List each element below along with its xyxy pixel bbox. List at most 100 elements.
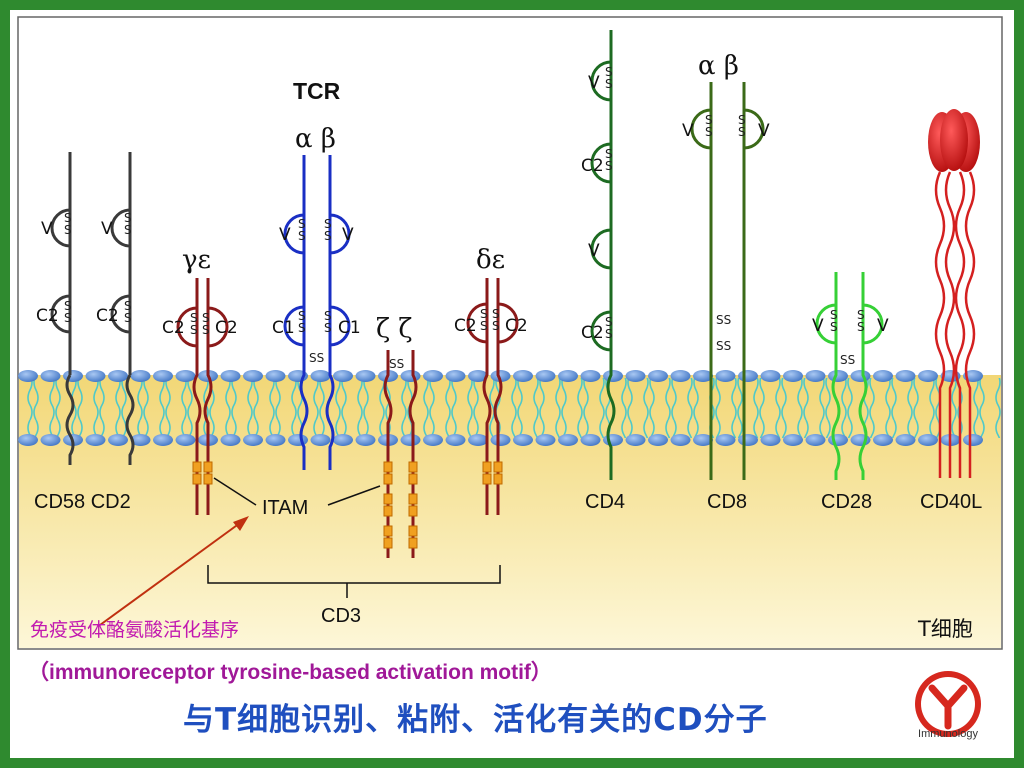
- phospholipid-head: [738, 370, 758, 382]
- phospholipid-head: [333, 370, 353, 382]
- cd40l-label: CD40L: [920, 491, 982, 513]
- cd8-alpha-v: V: [682, 121, 694, 141]
- phospholipid-head: [288, 434, 308, 446]
- cd4-molecule: [590, 30, 616, 480]
- annotation-arrow: [99, 516, 249, 626]
- cd28-molecule: [815, 272, 884, 480]
- phospholipid-head: [40, 434, 61, 446]
- phospholipid-head: [400, 434, 421, 446]
- lipid-tails: [19, 378, 1001, 438]
- phospholipid-head: [580, 370, 601, 382]
- svg-text:SS: SS: [840, 353, 855, 367]
- delta-epsilon-label: δε: [476, 245, 505, 275]
- phospholipid-head: [445, 434, 466, 446]
- cd58-c2-domain: C2: [36, 306, 59, 326]
- svg-text:S: S: [830, 308, 838, 322]
- svg-text:S: S: [492, 307, 500, 321]
- svg-text:S: S: [324, 229, 332, 243]
- zeta-itams: [383, 461, 418, 549]
- tcr-beta-c1: C1: [338, 318, 361, 338]
- phospholipid-head: [40, 370, 61, 382]
- tcr-disulfides: SS SS SS SS SS: [298, 217, 332, 365]
- phospholipid-head: [850, 434, 871, 446]
- phospholipid-head: [715, 370, 736, 382]
- itam-label: ITAM: [262, 497, 308, 519]
- svg-text:S: S: [605, 315, 613, 329]
- itam-callout-lines: [207, 477, 501, 598]
- phospholipid-head: [535, 434, 556, 446]
- cd4-d4-c2: C2: [581, 323, 604, 343]
- svg-text:S: S: [124, 299, 132, 313]
- svg-text:S: S: [857, 308, 865, 322]
- phospholipid-head: [265, 370, 286, 382]
- itam-english-caption: （immunoreceptor tyrosine-based activatio…: [28, 661, 552, 684]
- phospholipid-head: [310, 434, 331, 446]
- phospholipid-head: [513, 434, 533, 446]
- svg-text:S: S: [830, 320, 838, 334]
- cd3-gamma-c2: C2: [162, 318, 185, 338]
- phospholipid-head: [850, 370, 871, 382]
- phospholipid-head: [670, 434, 691, 446]
- phospholipid-head: [783, 434, 803, 446]
- phospholipid-head: [895, 370, 916, 382]
- phospholipid-head: [468, 370, 488, 382]
- svg-text:S: S: [738, 125, 746, 139]
- phospholipid-head: [828, 370, 848, 382]
- phospholipid-head: [18, 370, 38, 382]
- phospholipid-head: [670, 370, 691, 382]
- svg-text:S: S: [298, 229, 306, 243]
- cd58-v-domain: V: [41, 219, 53, 239]
- svg-text:S: S: [190, 323, 198, 337]
- cd58-cd2-disulfides: SS SS SS SS: [64, 211, 132, 325]
- logo-caption: Immunology: [918, 728, 978, 740]
- phospholipid-head: [423, 434, 443, 446]
- svg-text:S: S: [202, 323, 210, 337]
- phospholipid-head: [220, 370, 241, 382]
- svg-text:S: S: [605, 147, 613, 161]
- cd2-molecule: [110, 152, 135, 465]
- svg-text:S: S: [857, 320, 865, 334]
- cd4-label: CD4: [585, 491, 625, 513]
- immunology-logo-icon: [915, 671, 981, 737]
- svg-text:SS: SS: [309, 351, 324, 365]
- svg-text:S: S: [202, 311, 210, 325]
- phospholipid-head: [243, 434, 263, 446]
- tcr-alpha-beta-label: α β: [295, 124, 336, 154]
- cd3-epsilon2-c2: C2: [505, 316, 528, 336]
- svg-text:S: S: [298, 321, 306, 335]
- cd3-ge-disulfides: SS SS: [190, 311, 210, 337]
- phospholipid-head: [873, 370, 893, 382]
- tcr-molecule: [283, 155, 351, 470]
- svg-text:S: S: [705, 113, 713, 127]
- cd3-de-itam: [482, 461, 503, 485]
- svg-text:S: S: [605, 159, 613, 173]
- phospholipid-head: [153, 370, 173, 382]
- phospholipid-head: [400, 370, 421, 382]
- zeta-disulfide: SS: [389, 357, 404, 371]
- phospholipid-head: [310, 370, 331, 382]
- cd40l-molecule: [934, 171, 976, 478]
- tcr-label: TCR: [293, 78, 341, 104]
- tcr-alpha-v: V: [279, 225, 291, 245]
- phospholipid-head: [828, 434, 848, 446]
- cd3-gamma-epsilon: [176, 278, 229, 515]
- cd58-cd2-label: CD58 CD2: [34, 491, 131, 513]
- tcr-beta-v: V: [342, 225, 354, 245]
- phospholipid-head: [355, 370, 376, 382]
- cd2-v-domain: V: [101, 219, 113, 239]
- cd4-d2-c2: C2: [581, 156, 604, 176]
- cd28-v-left: V: [812, 316, 824, 336]
- svg-text:S: S: [64, 311, 72, 325]
- cd8-label: CD8: [707, 491, 747, 513]
- phospholipid-head: [490, 434, 511, 446]
- cd4-d3-v: V: [588, 241, 600, 261]
- svg-text:SS: SS: [716, 339, 731, 353]
- svg-text:S: S: [124, 223, 132, 237]
- cd8-molecule: [690, 82, 765, 480]
- svg-text:S: S: [605, 65, 613, 79]
- phospholipid-head: [153, 434, 173, 446]
- phospholipid-head: [580, 434, 601, 446]
- cd3-zeta-zeta: [383, 350, 418, 558]
- cd8-disulfides: SS SS SS SS: [705, 113, 746, 353]
